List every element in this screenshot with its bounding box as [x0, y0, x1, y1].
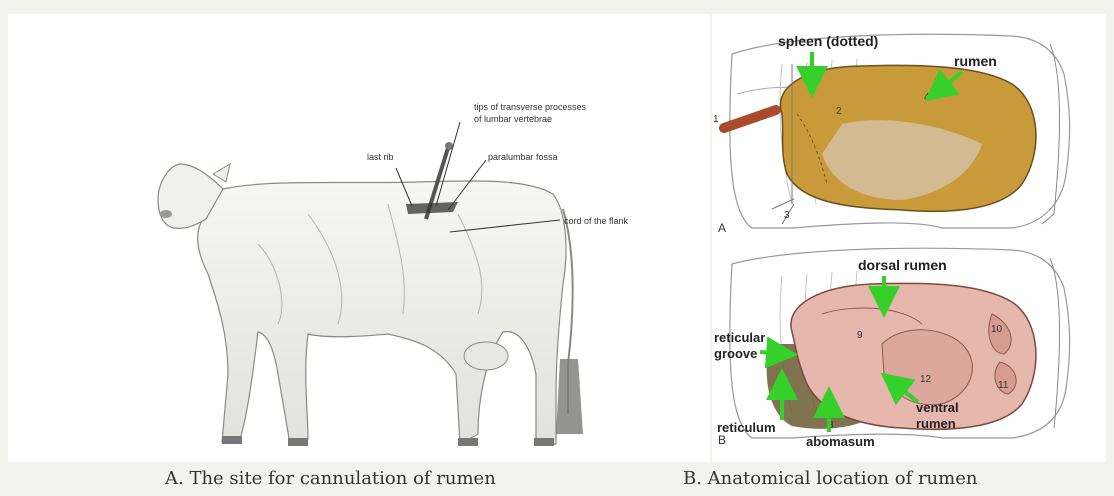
- rumen-anatomy-panel: 1 2 3 4 A spleen (dotted) rumen: [712, 14, 1106, 462]
- label-reticular-groove-2: groove: [714, 346, 757, 361]
- bottom-letter-b: B: [718, 433, 726, 447]
- top-number-1: 1: [713, 114, 719, 125]
- label-reticular-groove-1: reticular: [714, 330, 765, 345]
- cow-body: [198, 181, 566, 444]
- label-transverse-processes-2: of lumbar vertebrae: [474, 114, 552, 124]
- caption-a: A. The site for cannulation of rumen: [165, 468, 496, 489]
- cow-illustration: tips of transverse processes of lumbar v…: [8, 14, 710, 462]
- label-ventral-rumen-2: rumen: [916, 416, 956, 431]
- bottom-number-10: 10: [991, 324, 1003, 335]
- label-transverse-processes-1: tips of transverse processes: [474, 102, 587, 112]
- label-reticulum: reticulum: [717, 420, 776, 435]
- label-cord-of-flank: cord of the flank: [564, 216, 629, 226]
- label-spleen-dotted: spleen (dotted): [778, 33, 878, 49]
- bottom-number-11: 11: [998, 380, 1009, 391]
- rumen-anatomy-diagram: 1 2 3 4 A spleen (dotted) rumen: [712, 14, 1106, 462]
- bottom-number-12: 12: [920, 374, 932, 385]
- label-ventral-rumen-1: ventral: [916, 400, 959, 415]
- bottom-number-9: 9: [857, 330, 863, 341]
- cow-illustration-panel: tips of transverse processes of lumbar v…: [8, 14, 710, 462]
- label-rumen-top: rumen: [954, 53, 997, 69]
- top-letter-a: A: [718, 221, 726, 235]
- label-last-rib: last rib: [367, 152, 394, 162]
- label-paralumbar-fossa: paralumbar fossa: [488, 152, 558, 162]
- caption-b: B. Anatomical location of rumen: [683, 468, 977, 489]
- label-abomasum: abomasum: [806, 434, 875, 449]
- top-number-3: 3: [784, 210, 790, 221]
- top-number-4: 4: [924, 92, 930, 103]
- arrow-reticular-groove: [760, 352, 786, 354]
- top-number-2: 2: [836, 106, 842, 117]
- label-dorsal-rumen: dorsal rumen: [858, 257, 947, 273]
